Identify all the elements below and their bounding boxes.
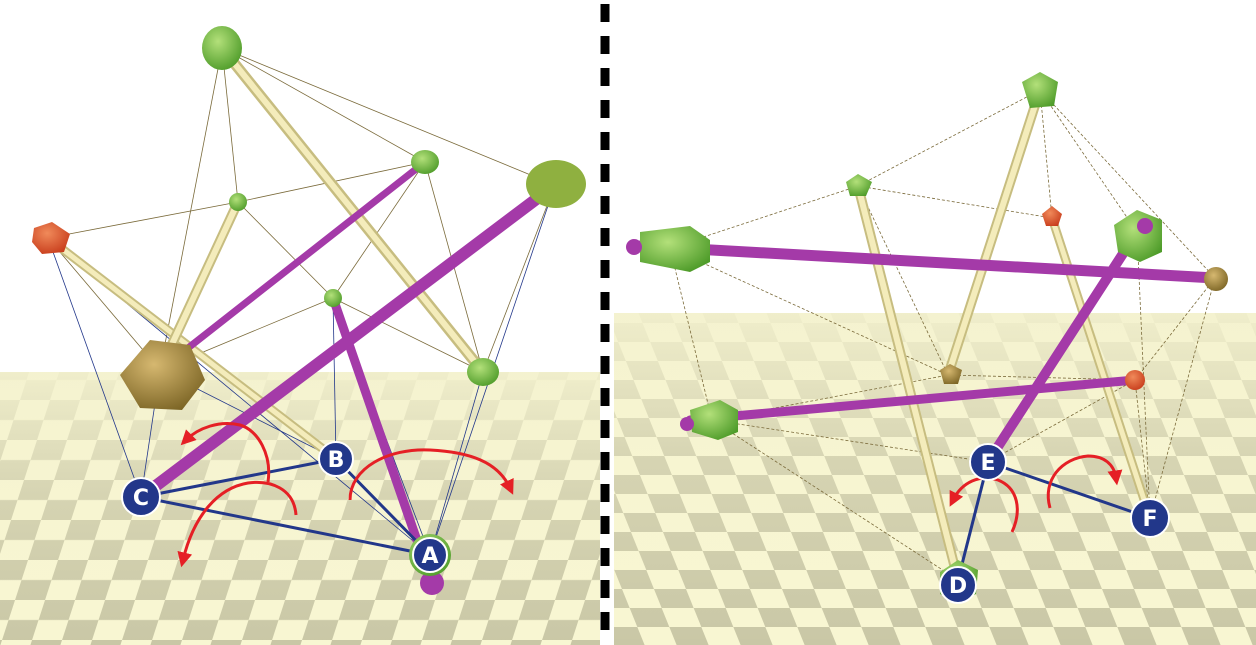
- anchor-f: F: [1130, 498, 1170, 538]
- node-purple: [420, 571, 444, 595]
- right-rotation-arrows: [949, 454, 1123, 533]
- node-red: [1042, 206, 1062, 226]
- right-panel: E F D: [614, 72, 1256, 645]
- anchor-e: E: [969, 443, 1007, 481]
- strut-yellow: [945, 87, 1043, 378]
- strut-purple: [156, 158, 429, 374]
- strut-yellow: [219, 45, 486, 375]
- node-purple: [680, 417, 694, 431]
- strut-purple: [983, 227, 1142, 467]
- right-struts: [634, 85, 1221, 585]
- rotation-arrow-icon: [180, 422, 271, 483]
- node-green: [467, 358, 499, 386]
- anchor-c: C: [121, 477, 161, 517]
- anchor-a: A: [409, 534, 451, 576]
- node-olive: [1204, 267, 1228, 291]
- node-olive: [940, 364, 962, 384]
- left-struts: [43, 42, 561, 583]
- left-base-triangle: [140, 457, 432, 557]
- node-purple: [1137, 218, 1153, 234]
- label-d: D: [949, 574, 967, 599]
- anchor-d: D: [939, 560, 978, 604]
- strut-purple: [328, 293, 435, 583]
- node-purple: [626, 239, 642, 255]
- node-green: [202, 26, 242, 70]
- node-green: [690, 400, 738, 440]
- rotation-arrow-icon: [1046, 454, 1123, 509]
- strut-yellow: [855, 183, 961, 583]
- left-nodes: [32, 26, 586, 595]
- left-floor-haze: [0, 372, 600, 645]
- left-rotation-arrows: [177, 422, 514, 568]
- right-base-lines: [956, 460, 1151, 581]
- node-green: [846, 174, 872, 196]
- label-c: C: [133, 486, 149, 511]
- node-olive: [120, 340, 205, 410]
- node-green: [229, 193, 247, 211]
- rotation-arrow-icon: [177, 480, 298, 568]
- node-green: [1022, 72, 1058, 108]
- strut-purple: [634, 240, 1221, 284]
- rotation-arrow-icon: [949, 476, 1019, 533]
- node-olive-green: [526, 160, 586, 208]
- right-nodes: [626, 72, 1228, 440]
- label-f: F: [1142, 507, 1157, 532]
- strut-yellow: [157, 199, 241, 373]
- rotation-arrow-icon: [348, 448, 514, 501]
- strut-purple: [685, 375, 1140, 425]
- node-green: [324, 289, 342, 307]
- left-cables: [47, 47, 556, 373]
- node-red: [1125, 370, 1145, 390]
- node-red: [32, 222, 70, 254]
- label-a: A: [421, 544, 438, 569]
- label-b: B: [328, 448, 345, 473]
- anchor-b: B: [318, 441, 354, 477]
- left-panel: C B A: [0, 26, 600, 645]
- label-e: E: [980, 451, 995, 476]
- node-green: [640, 226, 710, 272]
- node-green: [411, 150, 439, 174]
